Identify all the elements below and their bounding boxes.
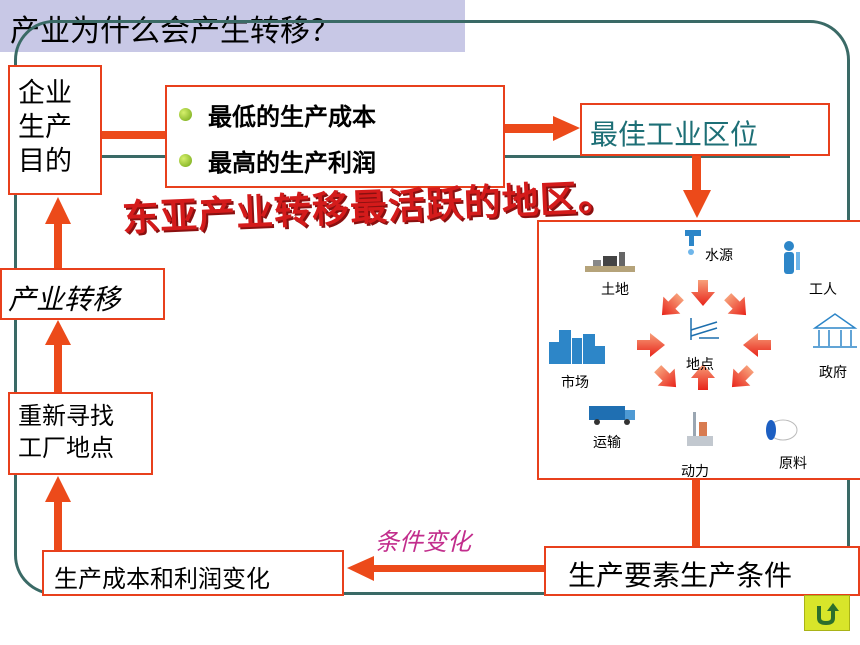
label-raw-materials: 原料 bbox=[779, 456, 807, 472]
inward-arrow-icon bbox=[661, 293, 684, 316]
arrow-down-to-locations bbox=[692, 156, 701, 192]
location-factors-diagram: 水源 工人 政府 原料 动力 运输 市场 土地 地点 bbox=[537, 220, 860, 480]
inward-arrow-icon bbox=[691, 280, 715, 306]
production-goal-box: 企业 生产 目的 bbox=[8, 65, 102, 195]
relocate-line: 工厂地点 bbox=[18, 434, 114, 462]
arrow-to-best-location bbox=[505, 124, 555, 133]
industry-transfer-box: 产业转移 bbox=[0, 268, 165, 320]
city-market-icon bbox=[549, 330, 605, 364]
arrow-up-to-relocate-head bbox=[45, 476, 71, 502]
inward-arrow-icon bbox=[654, 365, 677, 388]
label-center-location: 地点 bbox=[686, 357, 714, 373]
condition-change-label: 条件变化 bbox=[375, 528, 471, 556]
back-button[interactable] bbox=[804, 595, 850, 631]
label-labor: 工人 bbox=[809, 282, 837, 298]
goals-bullet-box: 最低的生产成本 最高的生产利润 bbox=[165, 85, 505, 188]
label-power: 动力 bbox=[681, 464, 709, 480]
connector-locations-to-factors bbox=[692, 480, 700, 546]
bullet-item: 最低的生产成本 bbox=[179, 91, 503, 137]
arrow-up-to-transfer-head bbox=[45, 320, 71, 345]
worker-icon bbox=[784, 241, 800, 274]
label-water: 水源 bbox=[705, 248, 733, 264]
best-location-box: 最佳工业区位 bbox=[580, 103, 830, 156]
cost-profit-change-box: 生产成本和利润变化 bbox=[42, 550, 344, 596]
location-arrows bbox=[549, 230, 858, 446]
arrow-to-best-location-head bbox=[553, 116, 580, 141]
inward-arrow-icon bbox=[637, 333, 665, 357]
inward-arrow-icon bbox=[724, 293, 747, 316]
relocate-line: 重新寻找 bbox=[18, 402, 114, 430]
arrow-up-to-goal-head bbox=[45, 197, 71, 224]
power-station-icon bbox=[687, 412, 713, 446]
arrow-down-to-locations-head bbox=[683, 190, 711, 218]
label-transport: 运输 bbox=[593, 435, 621, 451]
bullet-dot-icon bbox=[179, 107, 192, 121]
bullet-text: 最高的生产利润 bbox=[208, 148, 376, 177]
goal-line: 企业 bbox=[18, 78, 72, 109]
bullet-text: 最低的生产成本 bbox=[208, 102, 376, 131]
factory-icon bbox=[690, 318, 719, 340]
slide-title: 产业为什么会产生转移？ bbox=[10, 14, 340, 49]
goal-to-bullets-connector bbox=[100, 131, 166, 139]
goal-line: 生产 bbox=[18, 112, 72, 143]
bullet-item: 最高的生产利润 bbox=[179, 137, 503, 183]
inward-arrow-icon bbox=[731, 365, 754, 388]
inward-arrow-icon bbox=[743, 333, 771, 357]
land-icon bbox=[585, 252, 635, 272]
government-building-icon bbox=[812, 313, 858, 348]
bullet-dot-icon bbox=[179, 153, 192, 167]
back-arrow-icon bbox=[817, 603, 839, 626]
relocate-factory-box: 重新寻找 工厂地点 bbox=[8, 392, 153, 475]
label-government: 政府 bbox=[819, 365, 847, 381]
raw-material-icon bbox=[766, 419, 798, 441]
arrow-up-to-relocate bbox=[54, 500, 62, 550]
arrow-to-cost-change bbox=[372, 565, 544, 572]
goal-line: 目的 bbox=[18, 146, 72, 177]
arrow-to-cost-change-head bbox=[347, 556, 374, 581]
title-bar: 产业为什么会产生转移？ bbox=[0, 0, 465, 52]
label-market: 市场 bbox=[561, 375, 589, 391]
inward-arrow-icon bbox=[691, 364, 715, 390]
arrow-up-to-transfer bbox=[54, 343, 62, 392]
label-land: 土地 bbox=[601, 282, 629, 298]
production-factors-box: 生产要素生产条件 bbox=[544, 546, 860, 596]
arrow-up-to-goal bbox=[54, 222, 62, 268]
truck-icon bbox=[589, 406, 635, 425]
tap-icon bbox=[685, 230, 701, 255]
